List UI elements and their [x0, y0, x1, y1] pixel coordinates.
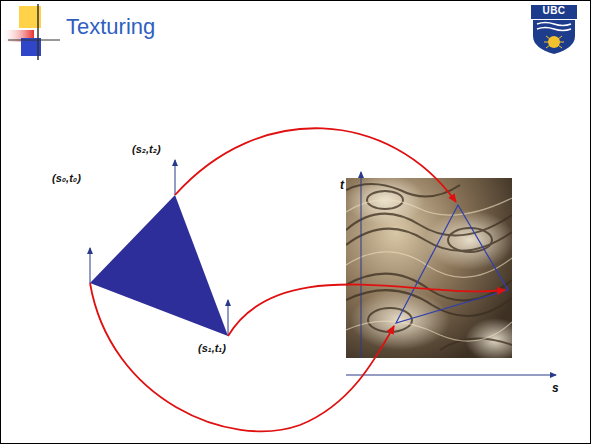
triangle	[90, 195, 228, 336]
vertex-label: (s₁,t₁)	[198, 342, 226, 354]
ubc-logo	[531, 5, 577, 54]
slide-title: Texturing	[66, 14, 155, 40]
axis-label: s	[552, 381, 559, 395]
vertex-label: (s₀,t₀)	[52, 172, 81, 184]
title-decoration	[0, 4, 60, 60]
axis-label: t	[340, 178, 344, 192]
mapped-triangle	[396, 205, 508, 323]
vertex-label: (s₂,t₂)	[132, 143, 161, 155]
mapping-curves	[90, 128, 505, 431]
texture-axes	[346, 172, 556, 375]
vertex-arrows	[90, 160, 228, 336]
texture-image	[346, 178, 512, 358]
logo-text: UBC	[542, 5, 565, 16]
